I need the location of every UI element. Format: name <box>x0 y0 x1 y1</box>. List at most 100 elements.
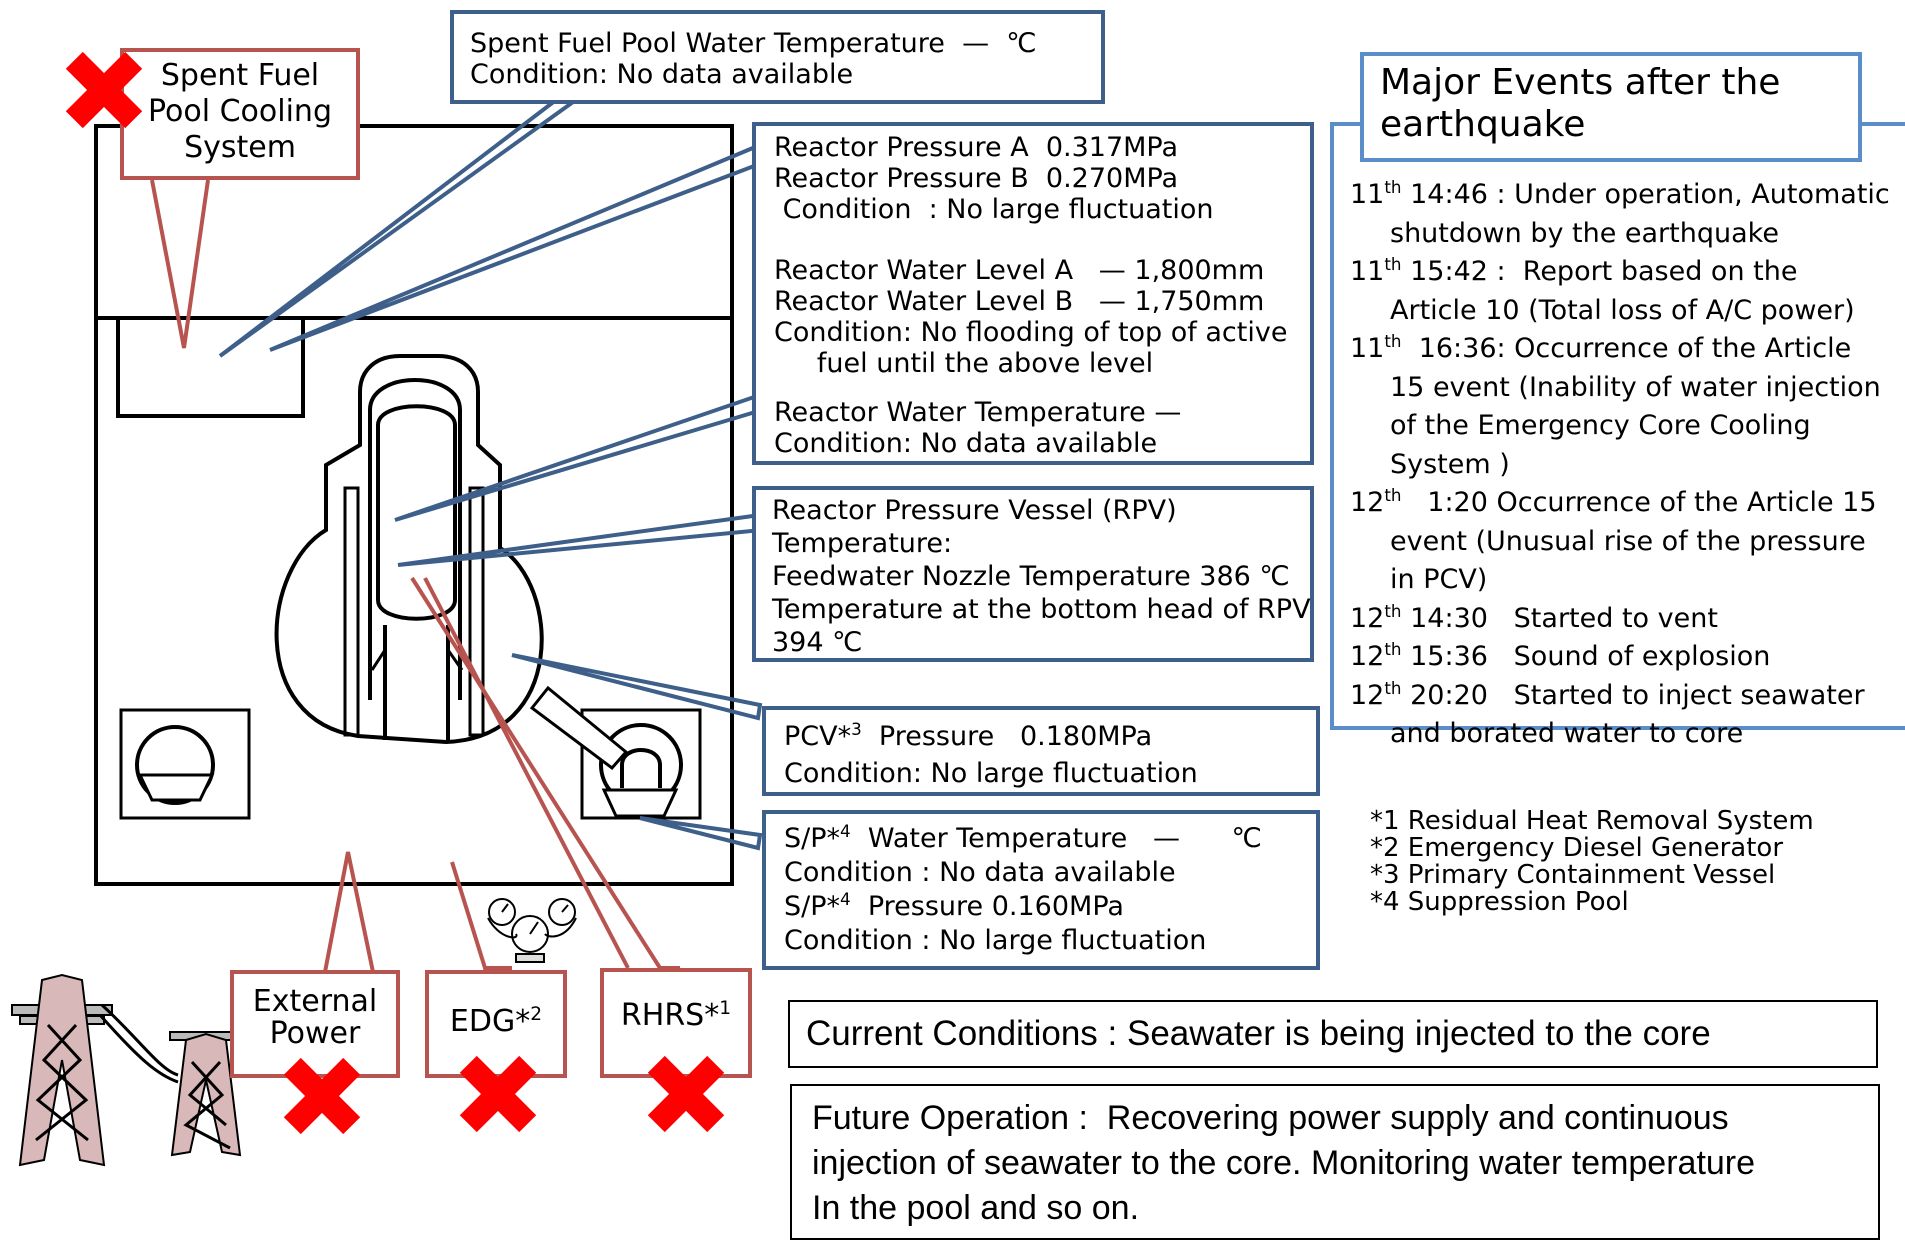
event-text: 20:20 Started to inject seawater and bor… <box>1390 679 1874 750</box>
reactor-pressure-b: Reactor Pressure B 0.270MPa <box>774 163 1179 194</box>
event-day: 11 <box>1350 333 1385 364</box>
major-events-list: 11th 14:46 : Under operation, Automatic … <box>1350 176 1890 754</box>
event-day: 11 <box>1350 179 1385 210</box>
event-day-suffix: th <box>1384 254 1402 274</box>
rhrs-footnote-ref: 1 <box>719 998 732 1019</box>
pcv-footnote-ref: 3 <box>851 719 862 739</box>
future-operation-box: Future Operation : Recovering power supp… <box>790 1084 1880 1240</box>
rpv-temperature-label: Temperature: <box>772 528 953 559</box>
sfp-temperature: Spent Fuel Pool Water Temperature — ℃ <box>470 28 1037 59</box>
spent-fuel-pool-shape <box>116 316 305 418</box>
event-day-suffix: th <box>1384 639 1402 659</box>
footnote-item: *1 Residual Heat Removal System <box>1370 806 1814 836</box>
vent-line <box>529 685 629 771</box>
event-item: 11th 16:36: Occurrence of the Article 15… <box>1350 330 1890 484</box>
sp-temp-condition: Condition : No data available <box>784 857 1176 888</box>
major-events-title-line2: earthquake <box>1380 104 1586 145</box>
rpv-title: Reactor Pressure Vessel (RPV) <box>772 495 1177 526</box>
feedwater-nozzle-temperature: Feedwater Nozzle Temperature 386 ℃ <box>772 561 1290 592</box>
reactor-pressure-vessel-outer <box>368 378 462 700</box>
major-events-title-line1: Major Events after the <box>1380 62 1781 103</box>
event-item: 12th 14:30 Started to vent <box>1350 600 1890 639</box>
sp-footnote-ref: 4 <box>840 821 851 841</box>
primary-containment-vessel-shape <box>274 354 544 745</box>
water-level-condition: Condition: No flooding of top of active <box>774 317 1288 348</box>
sp-pressure-condition: Condition : No large fluctuation <box>784 925 1207 956</box>
reactor-pedestal <box>383 625 450 740</box>
sp-water-temperature: S/P*4 Water Temperature — ℃ <box>784 822 1298 856</box>
reactor-pressure-a: Reactor Pressure A 0.317MPa <box>774 132 1179 163</box>
event-text: 14:30 Started to vent <box>1401 602 1718 634</box>
gauge-cluster-icon <box>487 898 577 963</box>
red-pointer-lines <box>150 179 680 973</box>
bottom-head-temperature-value: 394 ℃ <box>772 627 863 658</box>
reactor-callout: Reactor Pressure A 0.317MPa Reactor Pres… <box>752 122 1314 465</box>
event-day: 12 <box>1350 679 1385 711</box>
rpv-callout: Reactor Pressure Vessel (RPV) Temperatur… <box>752 486 1314 662</box>
rhrs-abbrev: RHRS* <box>620 998 720 1033</box>
edg-failed-mark <box>464 1060 532 1128</box>
future-operation-line1: Future Operation : Recovering power supp… <box>812 1099 1729 1137</box>
water-level-condition-cont: fuel until the above level <box>774 348 1154 379</box>
event-item: 12th 15:36 Sound of explosion <box>1350 638 1890 677</box>
pcv-prefix: PCV* <box>784 721 852 752</box>
suppression-pool-callout: S/P*4 Water Temperature — ℃ Condition : … <box>762 810 1320 970</box>
sp-prefix-2: S/P* <box>784 891 841 922</box>
edg-text: EDG*2 <box>429 1004 563 1040</box>
major-events-title-box: Major Events after the earthquake <box>1360 52 1862 162</box>
sp-prefix: S/P* <box>784 823 841 854</box>
current-conditions-text: Current Conditions : Seawater is being i… <box>806 1014 1711 1053</box>
sfp-cooling-failed-mark <box>70 56 138 124</box>
event-text: 15:36 Sound of explosion <box>1401 641 1771 672</box>
external-power-line1: External <box>252 984 378 1019</box>
event-day-suffix: th <box>1384 331 1402 351</box>
sfp-condition: Condition: No data available <box>470 59 854 90</box>
edg-footnote-ref: 2 <box>530 1004 543 1025</box>
reactor-water-level-a: Reactor Water Level A — 1,800mm <box>774 255 1265 286</box>
event-day-suffix: th <box>1384 600 1402 621</box>
reactor-building-outline <box>94 124 734 886</box>
sfp-cooling-line2: Pool Cooling <box>148 94 332 129</box>
downcomer-left <box>343 486 360 737</box>
reactor-water-temperature: Reactor Water Temperature — <box>774 397 1182 428</box>
event-day: 12 <box>1350 641 1385 672</box>
sfp-cooling-line1: Spent Fuel <box>160 58 320 93</box>
sp-water-temp-value: Water Temperature — ℃ <box>850 823 1262 854</box>
event-day: 12 <box>1350 602 1385 634</box>
pedestal-flare <box>370 649 464 671</box>
sp-pressure: S/P*4 Pressure 0.160MPa <box>784 890 1298 924</box>
water-temp-condition: Condition: No data available <box>774 428 1158 459</box>
downcomer-right <box>468 486 485 737</box>
reactor-pressure-condition: Condition : No large fluctuation <box>774 194 1214 225</box>
event-text: 15:42 : Report based on the Article 10 (… <box>1390 256 1855 326</box>
footnote-item: *2 Emergency Diesel Generator <box>1370 833 1784 863</box>
future-operation-line3: In the pool and so on. <box>812 1189 1140 1227</box>
event-day: 12 <box>1350 487 1385 518</box>
pcv-pressure-value: Pressure 0.180MPa <box>861 721 1153 752</box>
event-day-suffix: th <box>1384 485 1402 505</box>
sp-footnote-ref-2: 4 <box>840 889 851 909</box>
left-torus <box>135 725 215 805</box>
event-item: 12th 1:20 Occurrence of the Article 15 e… <box>1350 484 1890 600</box>
current-conditions-box: Current Conditions : Seawater is being i… <box>788 1000 1878 1068</box>
spent-fuel-pool-callout: Spent Fuel Pool Water Temperature — ℃ Co… <box>450 10 1105 104</box>
footnote-item: *3 Primary Containment Vessel <box>1370 860 1776 890</box>
event-day-suffix: th <box>1384 177 1402 197</box>
pcv-pressure: PCV*3 Pressure 0.180MPa <box>784 718 1298 755</box>
event-item: 12th 20:20 Started to inject seawater an… <box>1350 677 1890 754</box>
event-day: 11 <box>1350 256 1385 287</box>
sfp-cooling-line3: System <box>184 130 296 165</box>
power-transmission-towers-icon <box>11 973 242 1167</box>
rhrs-text: RHRS*1 <box>604 998 748 1034</box>
rhrs-failed-mark <box>652 1060 720 1128</box>
blue-pointer-lines <box>218 95 774 851</box>
edg-abbrev: EDG* <box>449 1004 531 1039</box>
footnotes: *1 Residual Heat Removal System*2 Emerge… <box>1370 808 1890 916</box>
external-power-failed-mark <box>288 1062 356 1130</box>
reactor-water-level-b: Reactor Water Level B — 1,750mm <box>774 286 1265 317</box>
event-item: 11th 14:46 : Under operation, Automatic … <box>1350 176 1890 253</box>
sp-pressure-value: Pressure 0.160MPa <box>850 891 1124 922</box>
spent-fuel-pool-cooling-label: Spent Fuel Pool Cooling System <box>120 48 360 180</box>
pcv-condition: Condition: No large fluctuation <box>784 758 1198 789</box>
reactor-core-inner <box>376 404 457 621</box>
